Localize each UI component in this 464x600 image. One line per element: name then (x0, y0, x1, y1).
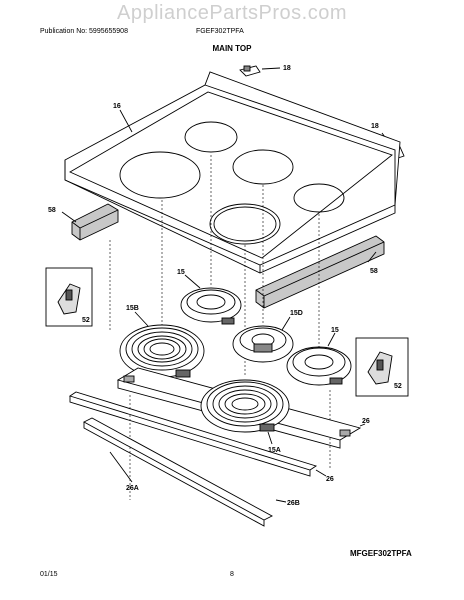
callout-15b: 15B (126, 305, 139, 312)
page-number: 8 (230, 571, 234, 578)
detail-box-52-right (355, 337, 409, 397)
callout-18-top: 18 (283, 65, 291, 72)
callout-26a: 26A (126, 485, 139, 492)
element-15-right (286, 332, 352, 386)
callout-26b: 26B (287, 500, 300, 507)
callout-15-upper: 15 (177, 269, 185, 276)
rail-26-middle (68, 391, 327, 477)
watermark: AppliancePartsPros.com (117, 2, 347, 24)
diagram-model-code: MFGEF302TPFA (350, 549, 412, 558)
header-model: FGEF302TPFA (196, 28, 244, 35)
insulation-strip-58-right (255, 235, 385, 309)
callout-52-left: 52 (82, 317, 90, 324)
coil-element-15a (200, 379, 290, 445)
callout-26-lower: 26 (326, 476, 334, 483)
callout-52-right: 52 (394, 383, 402, 390)
clip-18-top (239, 65, 281, 77)
callout-26-upper: 26 (362, 418, 370, 425)
main-top-glass (64, 71, 401, 274)
footer-date: 01/15 (40, 571, 58, 578)
callout-16: 16 (113, 103, 121, 110)
callout-18-right: 18 (371, 123, 379, 130)
publication-number: Publication No: 5995655908 (40, 28, 128, 35)
insulation-strip-58-left (61, 203, 119, 241)
callout-15d: 15D (290, 310, 303, 317)
rail-26a-bottom (83, 417, 287, 527)
section-title: MAIN TOP (212, 44, 252, 53)
element-15d (232, 316, 294, 363)
detail-box-52-left (45, 267, 93, 327)
coil-element-15b (119, 311, 205, 378)
element-15-upper (180, 274, 242, 325)
callout-58-right: 58 (370, 268, 378, 275)
callout-15a: 15A (268, 447, 281, 454)
callout-58-left: 58 (48, 207, 56, 214)
callout-15-right: 15 (331, 327, 339, 334)
